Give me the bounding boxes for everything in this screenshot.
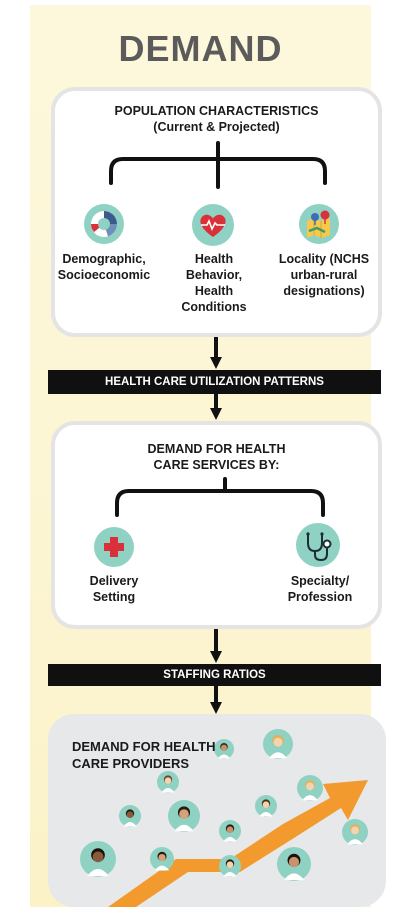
delivery-label-line2: Setting [92, 590, 136, 604]
services-title-line2: CARE SERVICES BY: [153, 458, 280, 472]
down-arrow-icon [210, 686, 222, 714]
health-behavior-label-line4: Conditions [181, 300, 247, 314]
specialty-label-line2: Profession [287, 590, 353, 604]
provider-avatar-icon [277, 847, 311, 881]
growth-arrow-icon [108, 780, 368, 907]
locality-label: Locality (NCHS urban-rural designations) [269, 251, 379, 299]
down-arrow-icon [210, 629, 222, 663]
services-card-title: DEMAND FOR HEALTH CARE SERVICES BY: [55, 441, 378, 473]
demographic-label-line2: Socioeconomic [57, 268, 151, 282]
map-pin-icon [299, 204, 339, 244]
providers-title: DEMAND FOR HEALTH CARE PROVIDERS [72, 738, 215, 772]
provider-avatar-icon [255, 795, 277, 817]
demographic-label: Demographic, Socioeconomic [49, 251, 159, 283]
demographic-chart-icon [84, 204, 124, 244]
delivery-setting-label: Delivery Setting [59, 573, 169, 605]
health-behavior-label: Health Behavior, Health Conditions [169, 251, 259, 315]
provider-avatar-icon [219, 855, 241, 877]
specialty-profession-label: Specialty/ Profession [265, 573, 375, 605]
medical-cross-icon [94, 527, 134, 567]
population-title-line2: (Current & Projected) [153, 120, 280, 134]
provider-avatar-icon [150, 847, 174, 871]
providers-title-line1: DEMAND FOR HEALTH [72, 739, 216, 754]
provider-avatar-icon [119, 805, 141, 827]
population-card-title: POPULATION CHARACTERISTICS (Current & Pr… [55, 103, 378, 135]
specialty-label-line1: Specialty/ [290, 574, 350, 588]
locality-label-line3: designations) [283, 284, 365, 298]
population-bracket-connector [109, 141, 327, 189]
services-title-line1: DEMAND FOR HEALTH [147, 442, 286, 456]
health-care-services-card: DEMAND FOR HEALTH CARE SERVICES BY: Deli… [51, 421, 382, 629]
population-characteristics-card: POPULATION CHARACTERISTICS (Current & Pr… [51, 87, 382, 337]
providers-illustration [80, 729, 368, 907]
provider-avatar-icon [342, 819, 368, 845]
down-arrow-icon [210, 394, 222, 420]
provider-avatar-icon [168, 800, 200, 832]
health-behavior-label-line3: Health [194, 284, 234, 298]
provider-avatar-icon [263, 729, 293, 759]
provider-avatar-icon [80, 841, 116, 877]
population-title-line1: POPULATION CHARACTERISTICS [114, 104, 319, 118]
demographic-label-line1: Demographic, [62, 252, 146, 266]
locality-label-line2: urban-rural [290, 268, 358, 282]
providers-title-line2: CARE PROVIDERS [72, 756, 190, 771]
provider-avatar-icon [219, 820, 241, 842]
health-behavior-label-line2: Behavior, [185, 268, 243, 282]
locality-label-line1: Locality (NCHS [278, 252, 370, 266]
utilization-patterns-bar: HEALTH CARE UTILIZATION PATTERNS [48, 370, 381, 394]
page-title: DEMAND [118, 28, 283, 69]
provider-avatar-icon [157, 771, 179, 793]
services-bracket-connector [115, 477, 325, 517]
stethoscope-icon [296, 523, 340, 567]
provider-avatar-icon [297, 775, 323, 801]
heart-pulse-icon [192, 204, 234, 246]
down-arrow-icon [210, 337, 222, 369]
delivery-label-line1: Delivery [89, 574, 139, 588]
provider-avatar-icon [214, 739, 234, 759]
health-behavior-label-line1: Health [194, 252, 234, 266]
staffing-ratios-bar: STAFFING RATIOS [48, 664, 381, 686]
